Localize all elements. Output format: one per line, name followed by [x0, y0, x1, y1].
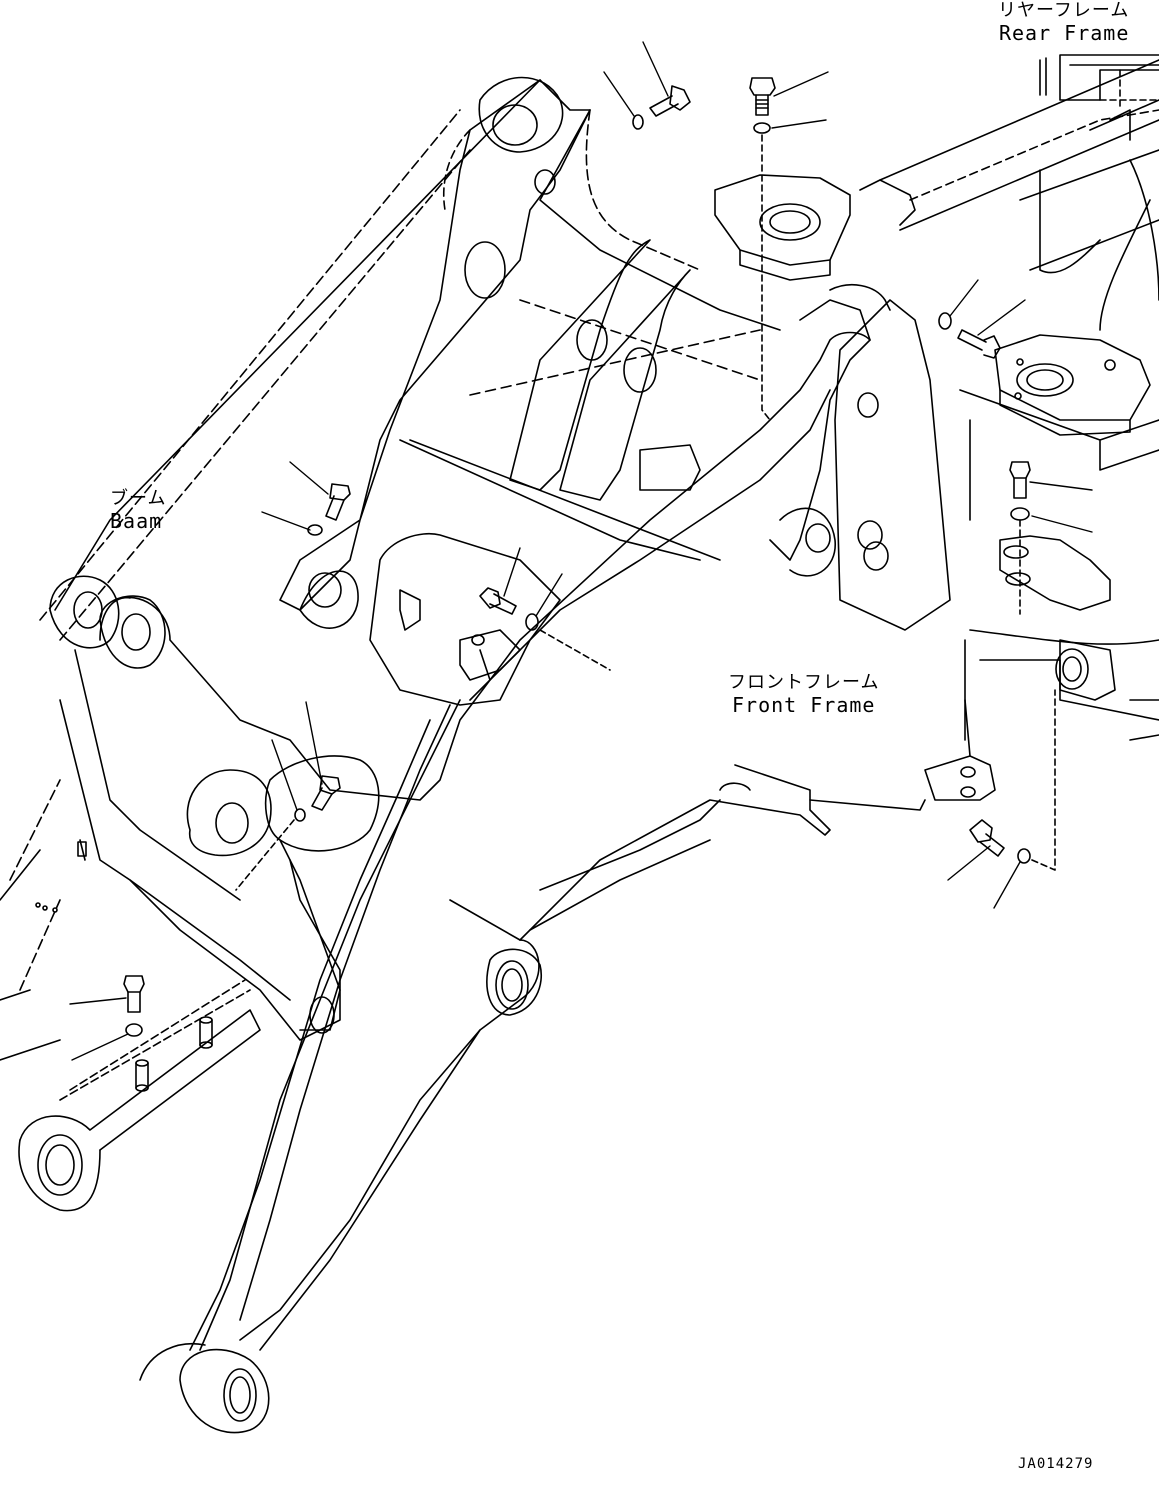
washer-center: [525, 613, 539, 631]
washer-boom-lower: [294, 808, 306, 822]
washer-top-center: [753, 122, 771, 134]
washer-right: [938, 312, 952, 330]
washer-boom-upper: [307, 524, 323, 536]
washer-lower-right: [1017, 848, 1031, 864]
rear-frame-label-jp: リヤーフレーム: [998, 0, 1130, 21]
boom: [0, 76, 891, 1434]
leader-lines: [69, 41, 1093, 1061]
washer-top-slanted: [632, 114, 644, 130]
bolt-right: [957, 329, 1001, 359]
front-frame-label: フロントフレーム Front Frame: [728, 672, 879, 716]
bolt-lower-left: [123, 975, 145, 1013]
bolt-top-center: [749, 77, 776, 116]
bolt-boom-lower: [311, 775, 341, 811]
bolt-boom-upper: [325, 483, 351, 521]
boom-label-en: Baam: [110, 509, 163, 533]
washer-right-frame: [1010, 507, 1030, 521]
rear-frame-label: リヤーフレーム Rear Frame: [998, 0, 1129, 44]
drawing-id: JA014279: [1018, 1456, 1094, 1472]
boom-label-jp: ブーム: [110, 488, 167, 509]
rear-frame-label-en: Rear Frame: [998, 21, 1130, 45]
front-frame: [399, 109, 1159, 941]
bolt-top-slanted: [649, 85, 691, 117]
rear-frame: [714, 54, 1159, 741]
front-frame-label-jp: フロントフレーム: [728, 672, 880, 693]
fasteners: [123, 77, 1056, 1037]
bolt-center: [479, 587, 517, 615]
front-frame-label-en: Front Frame: [732, 693, 876, 717]
bolt-lower-right: [969, 819, 1005, 857]
bolt-right-frame: [1009, 461, 1031, 499]
washer-lower-left: [125, 1023, 143, 1037]
boom-label: ブーム Baam: [110, 488, 166, 532]
